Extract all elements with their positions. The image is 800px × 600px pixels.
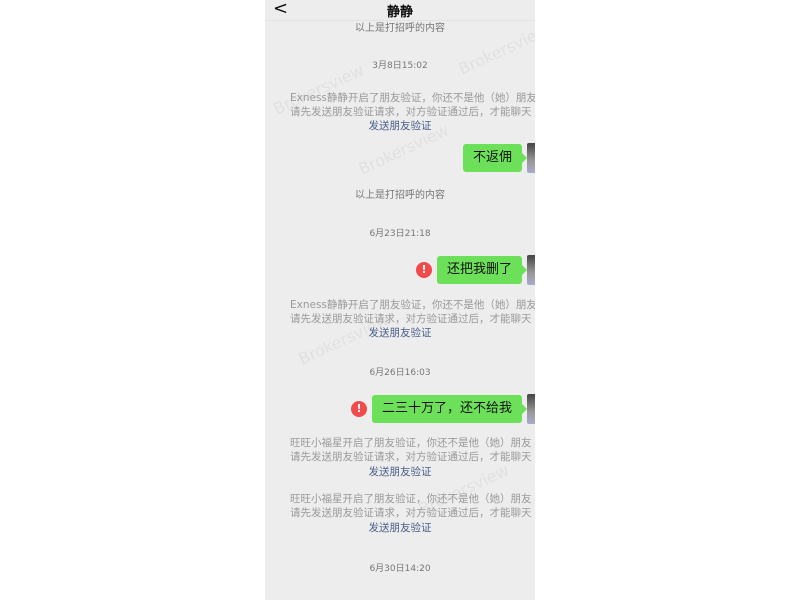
avatar[interactable] (527, 394, 535, 424)
system-text: 请先发送朋友验证请求，对方验证通过后，才能聊天 (290, 313, 532, 325)
system-text: 以上是打招呼的内容 (355, 23, 445, 34)
system-text: 以上是打招呼的内容 (355, 190, 445, 201)
send-verification-link[interactable]: 发送朋友验证 (368, 327, 432, 339)
system-text: 请先发送朋友验证请求，对方验证通过后，才能聊天 (290, 451, 532, 463)
error-icon[interactable]: ! (416, 262, 432, 278)
timestamp: 6月30日14:20 (369, 564, 431, 574)
back-icon[interactable]: < (273, 0, 289, 19)
avatar[interactable] (527, 143, 535, 173)
timestamp: 6月23日21:18 (369, 229, 431, 239)
system-text: Exness静静开启了朋友验证，你还不是他（她）朋友 (290, 299, 535, 311)
send-verification-link[interactable]: 发送朋友验证 (368, 120, 432, 132)
system-text: 请先发送朋友验证请求，对方验证通过后，才能聊天 (290, 507, 532, 519)
send-verification-link[interactable]: 发送朋友验证 (368, 466, 432, 478)
message-bubble[interactable]: 还把我删了 (436, 256, 528, 284)
system-text: 旺旺小福星开启了朋友验证，你还不是他（她）朋友 (290, 437, 532, 449)
message-bubble[interactable]: 二三十万了，还不给我 (371, 395, 528, 423)
system-text: 旺旺小福星开启了朋友验证，你还不是他（她）朋友 (290, 493, 532, 505)
send-verification-link[interactable]: 发送朋友验证 (368, 522, 432, 534)
chat-title: 静静 (386, 5, 413, 20)
timestamp: 6月26日16:03 (369, 368, 431, 378)
system-text: 请先发送朋友验证请求，对方验证通过后，才能聊天 (290, 106, 532, 118)
chat-header: < 静静 (265, 0, 535, 21)
timestamp: 3月8日15:02 (372, 61, 428, 71)
error-icon[interactable]: ! (351, 401, 367, 417)
message-bubble[interactable]: 不返佣 (462, 144, 528, 172)
system-text: Exness静静开启了朋友验证，你还不是他（她）朋友 (290, 92, 535, 104)
chat-screen: Brokersview Brokersview Brokersview Brok… (265, 0, 535, 600)
avatar[interactable] (527, 255, 535, 285)
